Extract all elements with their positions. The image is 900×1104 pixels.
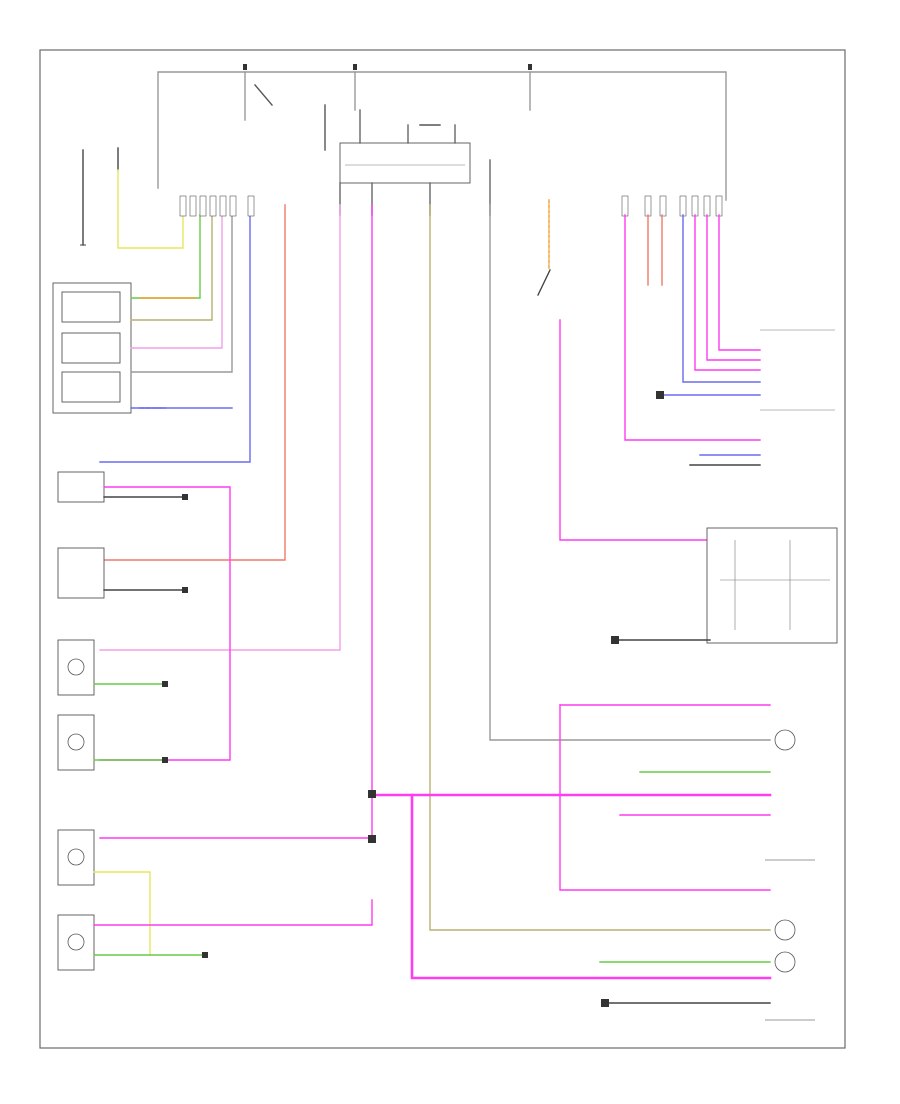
- right-headlamp-module: [611, 527, 838, 644]
- diagram-frame: [39, 49, 846, 1049]
- right-lower-entries: [599, 729, 815, 1021]
- top-power-bus: [157, 64, 727, 201]
- upper-connector-pins: [179, 195, 255, 217]
- left-lamp-a: [57, 639, 168, 696]
- left-lamp-b: [57, 714, 168, 771]
- main-magenta-run: [368, 704, 772, 980]
- left-front-lamp-2: [57, 547, 188, 599]
- left-lamp-c: [57, 829, 151, 956]
- right-rear-connector-top: [621, 195, 835, 466]
- vertical-feeders: [99, 204, 771, 931]
- left-module-wires: [99, 199, 251, 463]
- left-switch-module: [52, 282, 132, 414]
- left-top-sensor: [80, 147, 184, 249]
- left-lamp-d: [57, 899, 373, 971]
- right-orange-switch: [537, 199, 711, 541]
- top-center-relay: [339, 109, 491, 216]
